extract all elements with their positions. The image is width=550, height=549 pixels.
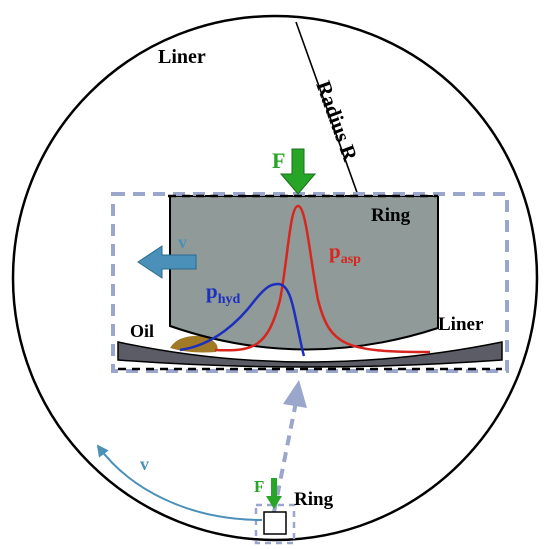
connector-arrowhead-icon: [283, 380, 307, 408]
force-label: F: [272, 148, 285, 173]
oil-label: Oil: [130, 321, 154, 341]
liner-inner-label: Liner: [438, 314, 484, 335]
circumferential-velocity-arrow: [96, 444, 263, 521]
velocity-arrow-icon: [137, 245, 197, 279]
radius-label: Radius R: [311, 78, 362, 165]
p-asp-curve: [214, 204, 431, 354]
liner-outer-label: Liner: [158, 46, 206, 68]
p-asp-label: pasp: [329, 239, 361, 267]
p-hyd-label: phyd: [206, 279, 240, 307]
force-arrow-icon: [279, 148, 317, 195]
small-ring-box: [263, 511, 287, 535]
small-velocity-label: v: [140, 454, 149, 474]
small-force-arrow-icon: [266, 478, 282, 509]
oil-film: [170, 335, 218, 353]
ring-label: Ring: [371, 205, 411, 226]
p-hyd-curve: [179, 282, 306, 357]
small-force-label: F: [254, 477, 264, 496]
small-ring-label: Ring: [294, 489, 334, 510]
small-zoom-box: [254, 503, 296, 545]
connector-line: [272, 401, 298, 513]
ring-body: [169, 195, 439, 351]
velocity-label: v: [178, 232, 187, 252]
liner-strip: [117, 341, 503, 368]
liner-circle: [11, 14, 539, 542]
zoom-box: [111, 192, 509, 373]
